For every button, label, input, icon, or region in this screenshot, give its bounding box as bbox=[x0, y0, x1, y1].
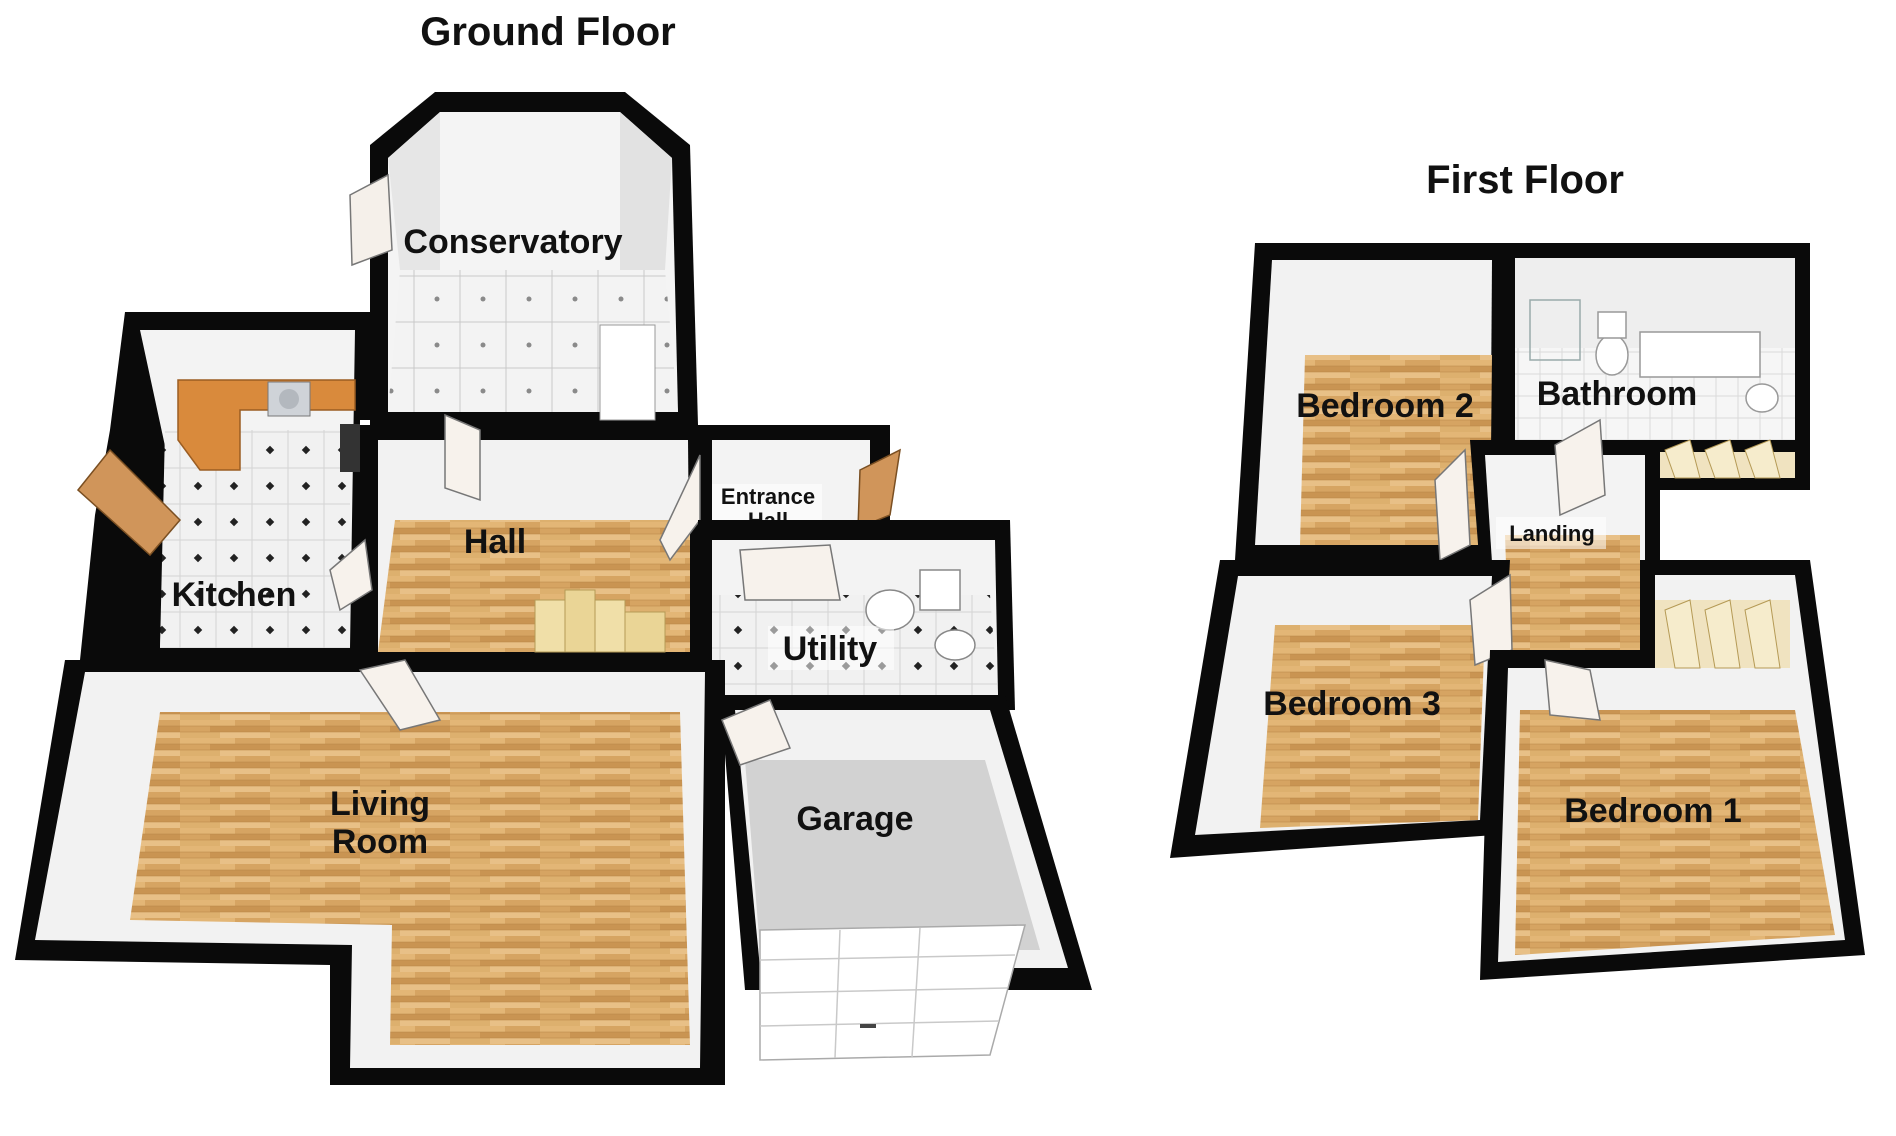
hall-door-icon bbox=[444, 413, 481, 502]
garage-side-door-icon bbox=[721, 699, 792, 766]
ground-floor: Ground Floor Conservatory Kitchen bbox=[15, 10, 1092, 1085]
living-room-label-line1: Living bbox=[330, 785, 430, 823]
entrance-hall-label-line1: Entrance bbox=[721, 484, 815, 509]
bedroom-1-door-icon bbox=[1544, 659, 1601, 721]
airing-cupboard bbox=[1640, 439, 1810, 490]
living-room-label-line2: Room bbox=[332, 823, 428, 861]
conservatory-label: Conservatory bbox=[403, 223, 622, 261]
ground-floor-title: Ground Floor bbox=[420, 10, 676, 54]
kitchen-label: Kitchen bbox=[172, 576, 297, 614]
landing-label: Landing bbox=[1509, 521, 1595, 546]
utility-label: Utility bbox=[783, 630, 878, 668]
living-room: Living Room bbox=[15, 659, 725, 1085]
shower-icon bbox=[1529, 299, 1581, 361]
living-room-door-icon bbox=[358, 659, 442, 731]
first-floor-title: First Floor bbox=[1426, 158, 1624, 202]
kitchen-worktop bbox=[177, 379, 356, 471]
kitchen-door-icon bbox=[76, 448, 182, 557]
bathroom-room: Bathroom bbox=[1500, 243, 1810, 475]
bedroom-1-room: Bedroom 1 bbox=[1480, 560, 1865, 980]
utility-room: Utility bbox=[698, 520, 1015, 710]
hob-icon bbox=[340, 424, 360, 472]
bedroom-2-door-icon bbox=[1434, 448, 1471, 562]
bedroom-2-label: Bedroom 2 bbox=[1296, 387, 1474, 425]
bedroom-3-label: Bedroom 3 bbox=[1263, 685, 1441, 723]
bedroom-1-label: Bedroom 1 bbox=[1564, 792, 1742, 830]
toilet-icon bbox=[865, 589, 915, 631]
hall-label: Hall bbox=[464, 523, 526, 561]
kitchen-room: Kitchen bbox=[76, 312, 370, 660]
kitchen-hall-door-icon bbox=[329, 538, 373, 612]
bedroom-3-room: Bedroom 3 bbox=[1170, 560, 1513, 858]
garage-door-icon bbox=[759, 924, 1026, 1061]
utility-sink-icon bbox=[934, 629, 976, 661]
bathroom-door-icon bbox=[1554, 418, 1606, 517]
utility-door-icon bbox=[739, 544, 841, 601]
bathtub-icon bbox=[1639, 331, 1761, 378]
hall-room: Hall bbox=[329, 413, 710, 665]
bathroom-sink-icon bbox=[1745, 383, 1779, 413]
first-floor: First Floor Bedroom 2 Bathroom bbox=[1170, 158, 1865, 980]
front-door-icon bbox=[857, 448, 901, 530]
conservatory-door-icon bbox=[349, 173, 393, 267]
conservatory-room: Conservatory bbox=[349, 92, 698, 425]
garage-label: Garage bbox=[796, 800, 913, 838]
landing-room: Landing bbox=[1434, 418, 1660, 700]
wardrobe-icon bbox=[1655, 599, 1790, 669]
garage-room: Garage bbox=[720, 695, 1092, 1061]
bathroom-label: Bathroom bbox=[1537, 375, 1698, 413]
staircase-icon bbox=[534, 589, 666, 653]
bathroom-toilet-icon bbox=[1595, 334, 1629, 376]
